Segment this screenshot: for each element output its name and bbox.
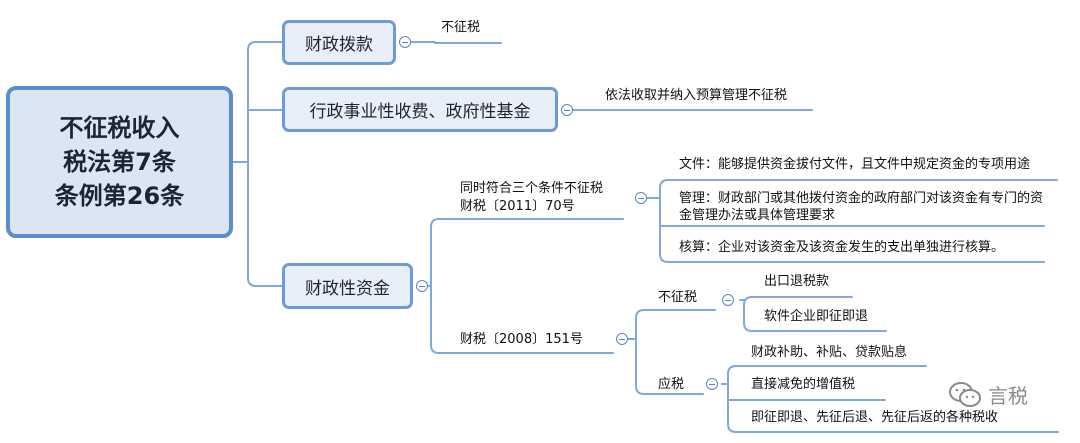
- leaf-not-taxed: 不征税: [441, 20, 481, 35]
- watermark: 言税: [948, 380, 1028, 409]
- item-tax-refunds: 即征即退、先征后退、先征后返的各种税收: [751, 410, 999, 425]
- watermark-text: 言税: [988, 384, 1028, 408]
- group-taxed: 应税: [658, 377, 685, 392]
- root-line-1: 不征税收入: [59, 114, 180, 142]
- root-line-3: 条例第26条: [54, 182, 185, 210]
- collapse-icon[interactable]: [635, 192, 647, 204]
- node-label: 财政拨款: [305, 35, 373, 55]
- collapse-icon[interactable]: [616, 333, 628, 345]
- node-admin-fees-gov-funds[interactable]: 行政事业性收费、政府性基金: [282, 87, 558, 132]
- sub-doc-2008-151: 财税〔2008〕151号: [460, 332, 583, 347]
- sub-doc-2011-70: 财税〔2011〕70号: [460, 199, 575, 214]
- wechat-icon: [949, 381, 981, 407]
- item-software-refund: 软件企业即征即退: [764, 309, 869, 324]
- condition-management: 管理：财政部门或其他拨付资金的政府部门对该资金有专门的资金管理办法或具体管理要求: [679, 191, 1044, 223]
- collapse-icon[interactable]: [561, 104, 573, 116]
- item-vat-reduction: 直接减免的增值税: [751, 377, 856, 392]
- condition-accounting: 核算：企业对该资金及该资金发生的支出单独进行核算。: [679, 240, 1005, 255]
- condition-document: 文件：能够提供资金拔付文件，且文件中规定资金的专项用途: [679, 157, 1031, 172]
- item-subsidies: 财政补助、补贴、贷款贴息: [751, 345, 908, 360]
- collapse-icon[interactable]: [416, 280, 428, 292]
- node-label: 行政事业性收费、政府性基金: [309, 102, 531, 122]
- node-fiscal-appropriation[interactable]: 财政拨款: [282, 20, 396, 65]
- leaf-budget-managed: 依法收取并纳入预算管理不征税: [605, 88, 788, 103]
- root-node[interactable]: 不征税收入 税法第7条 条例第26条: [6, 86, 233, 238]
- sub-three-conditions: 同时符合三个条件不征税: [460, 181, 604, 196]
- node-fiscal-funds[interactable]: 财政性资金: [282, 263, 413, 309]
- collapse-icon[interactable]: [399, 36, 411, 48]
- collapse-icon[interactable]: [706, 378, 718, 390]
- group-not-taxed: 不征税: [658, 290, 698, 305]
- root-line-2: 税法第7条: [63, 148, 176, 176]
- node-label: 财政性资金: [305, 278, 390, 299]
- item-export-rebate: 出口退税款: [764, 274, 830, 289]
- collapse-icon[interactable]: [722, 294, 734, 306]
